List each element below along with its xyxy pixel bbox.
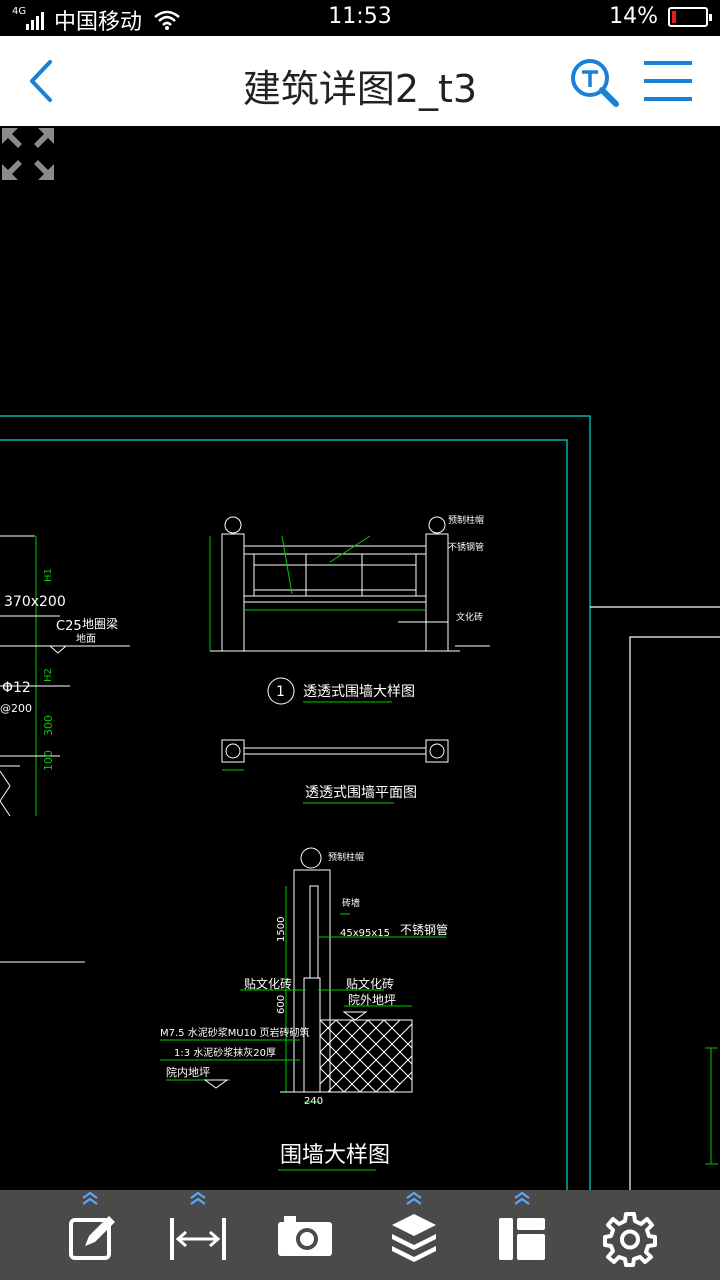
cad-drawing: 370x200 C25 地圈梁 地面 Φ12 @200 H1 H2 300 10…	[0, 415, 720, 1190]
measure-icon	[170, 1191, 226, 1260]
dim-1500: 1500	[276, 917, 287, 942]
dim-100: 100	[42, 750, 55, 771]
dim-300: 300	[42, 715, 55, 736]
edit-icon	[69, 1191, 115, 1260]
status-bar: 4G 中国移动 11:53 14%	[0, 0, 720, 36]
c25-label: C25	[56, 619, 82, 634]
post-cap-label: 预制柱帽	[448, 514, 484, 526]
culture-brick-label: 文化砖	[456, 611, 483, 623]
drawing-canvas[interactable]: 370x200 C25 地圈梁 地面 Φ12 @200 H1 H2 300 10…	[0, 126, 720, 1190]
battery-level	[672, 10, 677, 23]
status-right: 14%	[609, 4, 712, 29]
carrier-name: 中国移动	[54, 10, 143, 35]
network-type: 4G	[12, 6, 27, 17]
dim-600: 600	[276, 995, 287, 1014]
mortar-label: M7.5 水泥砂浆MU10 页岩砖砌筑	[160, 1026, 310, 1039]
nav-bar: 建筑详图2_t3	[0, 36, 720, 126]
steel-tube-label: 不锈钢管	[400, 922, 448, 937]
dim-h2: H2	[43, 668, 54, 682]
inner-ground-label: 院内地坪	[166, 1065, 210, 1079]
inner-frame	[0, 439, 568, 1190]
page-title: 建筑详图2_t3	[242, 67, 478, 111]
tube-size-label: 45x95x15	[340, 928, 390, 939]
battery-percent: 14%	[609, 4, 658, 29]
fence-plan: 透透式围墙平面图	[221, 739, 449, 804]
camera-button[interactable]	[260, 1190, 350, 1280]
left-section: 370x200 C25 地圈梁 地面 Φ12 @200 H1 H2 300 10…	[0, 535, 130, 963]
settings-icon	[603, 1212, 657, 1267]
tile-label-right: 贴文化砖	[346, 976, 394, 991]
bottom-toolbar	[0, 1190, 720, 1280]
layout-icon	[499, 1191, 545, 1260]
post-cap-label-2: 预制柱帽	[328, 851, 364, 863]
text-search-icon[interactable]	[568, 56, 620, 108]
elevation-title: 透透式围墙大样图	[303, 684, 415, 700]
outer-frame	[0, 415, 591, 1190]
dim-240: 240	[304, 1096, 323, 1107]
wall-detail-title: 围墙大样图	[280, 1143, 390, 1168]
ground-label: 地面	[76, 632, 96, 645]
layers-button[interactable]	[369, 1190, 459, 1280]
menu-icon[interactable]	[642, 58, 694, 104]
back-icon[interactable]	[22, 56, 62, 106]
status-time: 11:53	[328, 4, 392, 29]
wifi-icon	[154, 10, 180, 30]
settings-button[interactable]	[585, 1190, 675, 1280]
right-sheet-frame	[629, 636, 720, 1190]
plaster-label: 1:3 水泥砂浆抹灰20厚	[174, 1046, 276, 1059]
beam-size-label: 370x200	[4, 594, 66, 610]
rebar-spacing-label: @200	[0, 702, 32, 715]
measure-button[interactable]	[153, 1190, 243, 1280]
layout-button[interactable]	[477, 1190, 567, 1280]
dim-h1: H1	[43, 568, 54, 582]
edit-button[interactable]	[45, 1190, 135, 1280]
rebar-label: Φ12	[2, 680, 31, 696]
fence-label: 不锈钢管	[448, 541, 484, 553]
layers-icon	[392, 1191, 436, 1262]
battery-icon	[668, 6, 712, 27]
ground-beam-label: 地圈梁	[82, 616, 118, 631]
detail-number: 1	[276, 684, 285, 700]
outer-ground-label: 院外地坪	[348, 993, 396, 1007]
brick-label: 砖墙	[342, 897, 360, 909]
fence-elevation: 不锈钢管 文化砖 预制柱帽 1 透透式围墙大样图	[209, 514, 490, 705]
tile-label-left: 贴文化砖	[244, 976, 292, 991]
plan-title: 透透式围墙平面图	[305, 785, 417, 801]
wall-detail: 预制柱帽	[160, 847, 448, 1171]
camera-icon	[278, 1216, 332, 1256]
signal-icon	[26, 12, 44, 30]
fullscreen-icon[interactable]	[0, 126, 56, 182]
